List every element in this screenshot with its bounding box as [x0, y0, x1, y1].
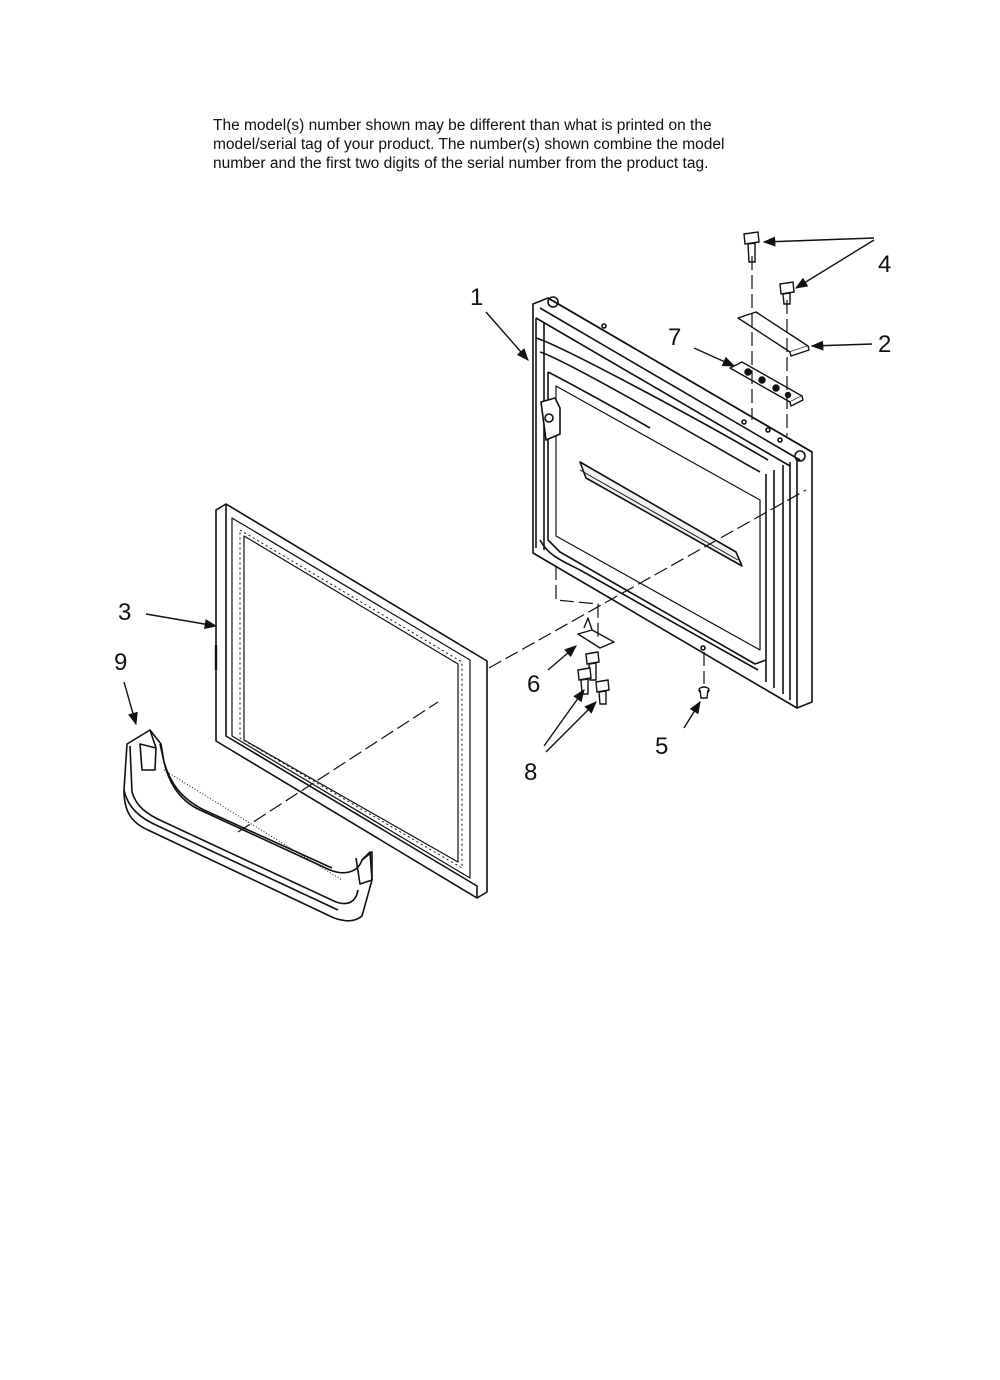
door-gasket-part: [214, 503, 488, 899]
model-number-disclaimer: The model(s) number shown may be differe…: [213, 116, 813, 173]
bottom-bracket-part: [577, 617, 615, 649]
bottom-screw-part: [577, 651, 610, 705]
callout-2: 2: [878, 331, 891, 358]
callout-8: 8: [524, 759, 537, 786]
disclaimer-line: model/serial tag of your product. The nu…: [213, 136, 725, 153]
disclaimer-line: number and the first two digits of the s…: [213, 155, 709, 172]
door-panel-part: [532, 296, 813, 709]
callout-1: 1: [470, 284, 483, 311]
callout-5: 5: [655, 733, 668, 760]
disclaimer-line: The model(s) number shown may be differe…: [213, 117, 712, 134]
hole-plug-part: [698, 686, 710, 699]
callout-9: 9: [114, 649, 127, 676]
callout-4: 4: [878, 251, 891, 278]
callout-7: 7: [668, 324, 681, 351]
top-hinge-screw-part: [743, 231, 795, 305]
door-bin-part: [123, 729, 373, 922]
assembly-guide-lines: [237, 256, 807, 833]
hinge-shim-part: [729, 361, 804, 407]
callout-leaders: [123, 236, 875, 753]
hinge-plate-part: [737, 311, 810, 357]
callout-3: 3: [118, 599, 131, 626]
callout-6: 6: [527, 671, 540, 698]
